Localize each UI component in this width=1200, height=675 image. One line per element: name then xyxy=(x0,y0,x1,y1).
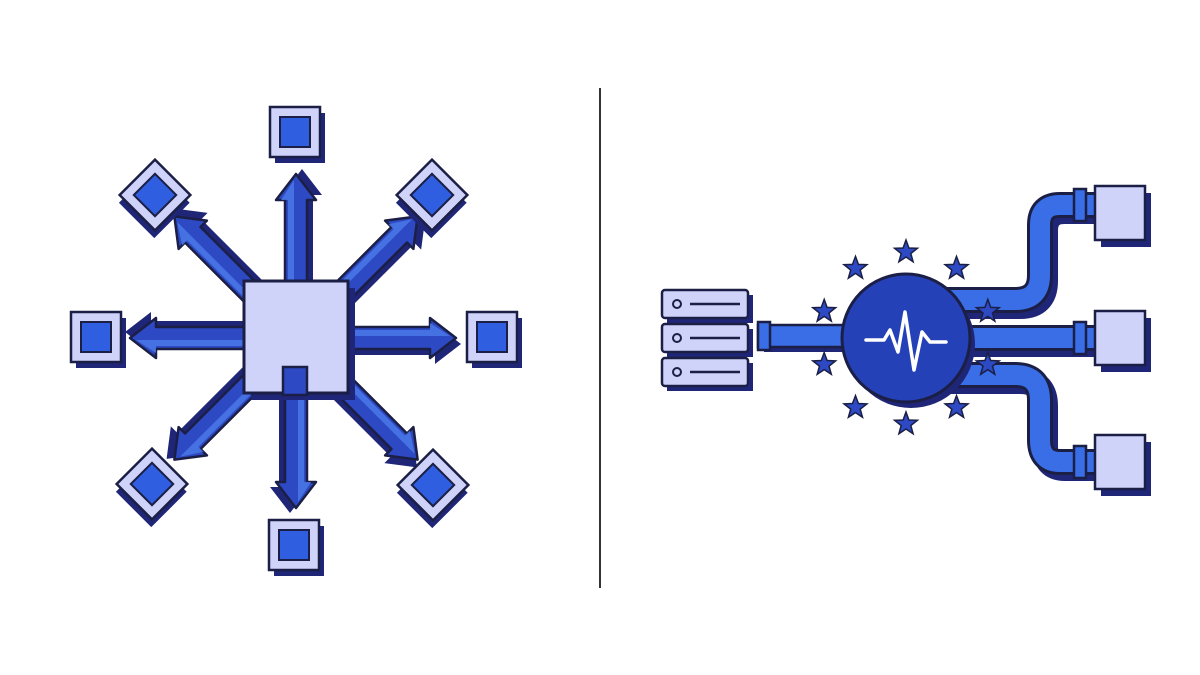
star-icon xyxy=(892,237,920,264)
output-node xyxy=(1093,309,1151,372)
pipe-collar xyxy=(756,320,772,352)
server-led xyxy=(672,333,682,343)
server-unit xyxy=(660,288,753,323)
star-icon xyxy=(810,297,838,323)
star-ring xyxy=(810,237,1002,436)
monitor-body xyxy=(840,272,972,404)
node-core xyxy=(129,461,175,507)
input-pipe xyxy=(756,320,854,352)
left-panel-fan-out xyxy=(69,105,522,576)
node-south-west xyxy=(114,446,190,528)
output-node xyxy=(1093,184,1151,247)
star-icon xyxy=(974,350,1002,377)
server-led xyxy=(672,299,682,309)
heartbeat-icon xyxy=(864,310,948,372)
output-box xyxy=(1093,184,1147,242)
node-west xyxy=(69,310,126,368)
star-icon xyxy=(943,254,971,280)
star-icon xyxy=(841,254,869,280)
pipe-body xyxy=(940,365,1095,472)
central-hub xyxy=(242,279,355,400)
server-unit xyxy=(660,356,753,391)
pipe-body xyxy=(940,195,1095,310)
node-core xyxy=(132,172,178,218)
output-box xyxy=(1093,309,1147,367)
pipe-collar xyxy=(1072,444,1088,480)
pipe-body xyxy=(756,323,852,349)
right-panel-pipeline xyxy=(660,184,1151,496)
node-core xyxy=(278,529,310,561)
node-south-east xyxy=(395,447,471,529)
server-stack xyxy=(660,288,753,391)
node-north xyxy=(268,105,325,163)
node-core xyxy=(279,116,311,148)
output-pipe-middle xyxy=(960,320,1100,357)
monitor-circle xyxy=(840,272,975,408)
node-east xyxy=(465,310,522,368)
star-icon xyxy=(974,297,1002,323)
star-icon xyxy=(810,350,838,377)
star-icon xyxy=(841,393,869,420)
star-icon xyxy=(892,409,920,436)
node-south xyxy=(267,518,324,576)
hub-outlet xyxy=(281,365,309,397)
node-north-east xyxy=(394,157,470,239)
output-box xyxy=(1093,433,1147,491)
node-core xyxy=(410,462,456,508)
output-pipe-top xyxy=(940,187,1100,319)
server-unit xyxy=(660,322,753,357)
pipe-collar xyxy=(1072,187,1088,223)
star-icon xyxy=(943,393,971,420)
node-core xyxy=(476,321,508,353)
output-pipe-bottom xyxy=(940,362,1100,481)
node-core xyxy=(80,321,112,353)
output-node xyxy=(1093,433,1151,496)
node-core xyxy=(409,172,455,218)
pipe-collar xyxy=(1072,320,1088,356)
server-led xyxy=(672,367,682,377)
